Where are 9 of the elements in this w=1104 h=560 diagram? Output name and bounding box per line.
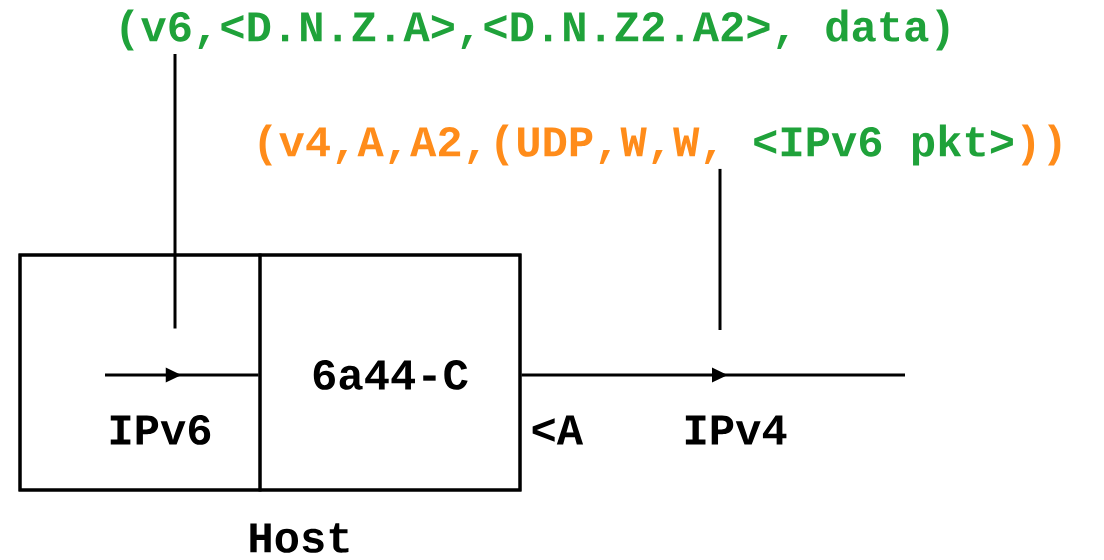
network-section: IPv6 bbox=[18, 253, 262, 492]
connector-line bbox=[718, 168, 722, 330]
node-label: Host bbox=[250, 523, 349, 553]
translator-section: 6a44-C bbox=[258, 253, 522, 492]
network-label: IPv4 bbox=[685, 415, 787, 445]
packet-label: (v4,A,A2,(UDP,W,W, <IPv6 pkt> )) bbox=[259, 124, 1061, 166]
address-label: <A bbox=[532, 415, 584, 445]
connector-line bbox=[173, 53, 177, 329]
packet-label: (v6,<D.N.Z.A>,<D.N.Z2.A2>, data) bbox=[121, 9, 949, 51]
